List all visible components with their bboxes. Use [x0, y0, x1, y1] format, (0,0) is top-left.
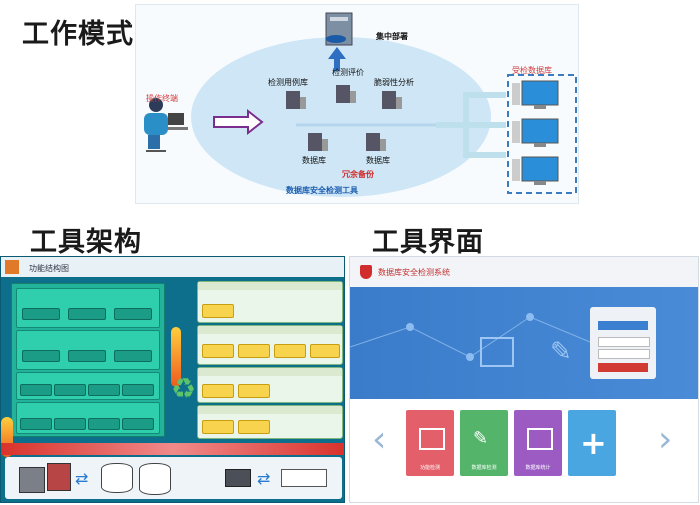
tile-label-db: 数据库检测	[471, 465, 497, 471]
prev-arrow-icon[interactable]: ‹	[372, 419, 387, 460]
captcha-field[interactable]	[598, 349, 650, 359]
arch-red-band	[1, 443, 344, 455]
server-db-right	[366, 133, 386, 151]
architecture-diagram: 功能结构图 ♻	[0, 256, 345, 503]
label-vulnerability: 脆弱性分析	[374, 78, 414, 87]
arch-bottom-strip: ⇄ ⇄	[5, 457, 342, 499]
arch-right-box-4	[197, 405, 343, 439]
network-cloud	[191, 37, 491, 197]
heading-interface: 工具界面	[372, 227, 484, 258]
device-box	[281, 469, 327, 487]
label-redundancy: 冗余备份	[342, 170, 374, 179]
operator-icon	[144, 98, 188, 152]
sync-icon-2: ⇄	[257, 469, 271, 488]
interface-screenshot: 数据库安全检测系统 ✎ ‹ › 功能检测 ✎ 数据库检测 数据库统计 +	[349, 256, 699, 503]
server-evaluation	[336, 85, 356, 103]
server-rack-icon	[19, 467, 45, 493]
database-icon	[101, 463, 133, 493]
work-mode-svg	[144, 12, 577, 197]
server-test-case	[286, 91, 306, 109]
monitor-icon	[527, 428, 553, 450]
target-pc-2	[512, 118, 559, 147]
arch-logo-icon	[5, 260, 19, 274]
ui-app-title: 数据库安全检测系统	[378, 268, 450, 277]
chart-hero-icon	[480, 337, 514, 367]
label-central-deployment: 集中部署	[376, 32, 408, 41]
label-db-right: 数据库	[366, 156, 390, 165]
arch-title-bar: 功能结构图	[1, 257, 344, 277]
login-box[interactable]	[590, 307, 656, 379]
sync-icon: ⇄	[75, 469, 89, 488]
login-button[interactable]	[598, 363, 648, 372]
label-operator-terminal: 操作终端	[146, 94, 178, 103]
work-mode-diagram: 集中部署 操作终端 检测用例库 检测评价 脆弱性分析 数据库 数据库 冗余备份 …	[135, 4, 579, 204]
label-db-left: 数据库	[302, 156, 326, 165]
wrench-hero-icon: ✎	[550, 337, 572, 367]
label-evaluation: 检测评价	[332, 68, 364, 77]
server-rack-icon-2	[47, 463, 71, 491]
plus-icon: +	[580, 424, 607, 462]
username-field[interactable]	[598, 321, 648, 330]
next-arrow-icon[interactable]: ›	[658, 419, 673, 460]
tile-function-check[interactable]: 功能检测	[406, 410, 454, 476]
heading-architecture: 工具架构	[30, 227, 142, 258]
ui-header: 数据库安全检测系统	[350, 257, 698, 287]
arch-right-box-1	[197, 281, 343, 323]
recycle-icon: ♻	[171, 372, 197, 405]
arch-left-block	[11, 283, 165, 437]
tile-db-check[interactable]: ✎ 数据库检测	[460, 410, 508, 476]
central-server-icon	[325, 12, 353, 46]
server-vuln	[382, 91, 402, 109]
server-db-left	[308, 133, 328, 151]
label-target-db: 受检数据库	[512, 66, 552, 75]
label-test-case-db: 检测用例库	[268, 78, 308, 87]
tile-label-function: 功能检测	[419, 465, 440, 471]
arch-right-box-3	[197, 367, 343, 403]
shield-logo-icon	[360, 265, 372, 279]
arch-title: 功能结构图	[29, 264, 69, 273]
target-pc-1	[512, 80, 559, 109]
up-arrow	[328, 47, 346, 71]
laptop-icon	[225, 469, 251, 487]
tile-label-stats: 数据库统计	[525, 465, 551, 471]
hero-network-pattern	[350, 313, 591, 361]
heading-work-mode: 工作模式	[22, 19, 134, 50]
wrench-icon: ✎	[473, 428, 489, 449]
target-pc-3	[512, 156, 559, 185]
password-field[interactable]	[598, 337, 650, 347]
label-tool-name: 数据库安全检测工具	[286, 186, 358, 195]
presentation-icon	[419, 428, 445, 450]
flame-icon	[171, 327, 181, 387]
target-db-frame	[507, 74, 577, 194]
tile-db-stats[interactable]: 数据库统计	[514, 410, 562, 476]
arch-right-box-2	[197, 325, 343, 365]
database-icon-2	[139, 463, 171, 495]
tile-add[interactable]: +	[568, 410, 616, 476]
operator-arrow	[213, 108, 264, 136]
